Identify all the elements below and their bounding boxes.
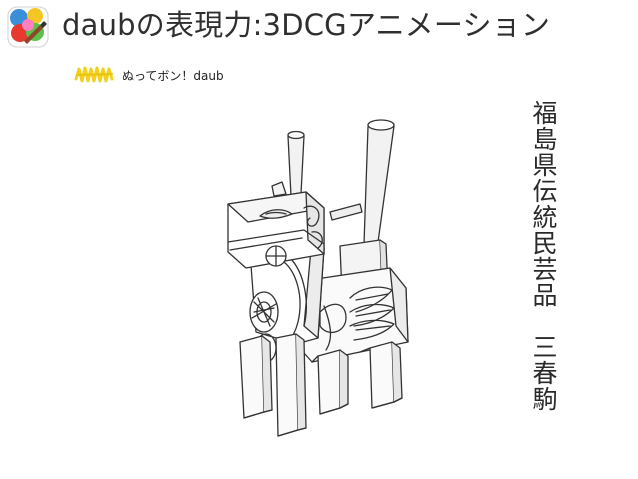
horse-drawing-icon [227, 119, 409, 437]
vertical-caption: 福島県伝統民芸品 三春駒 [529, 100, 558, 412]
miharu-goma-illustration [200, 112, 446, 450]
subtitle-row: ぬってボン！daub [74, 64, 224, 86]
yellow-scribble-icon [74, 66, 114, 83]
subtitle-text: ぬってボン！daub [122, 68, 224, 83]
daub-logo-icon [6, 5, 50, 49]
page-title: daubの表現力:3DCGアニメーション [62, 8, 551, 42]
